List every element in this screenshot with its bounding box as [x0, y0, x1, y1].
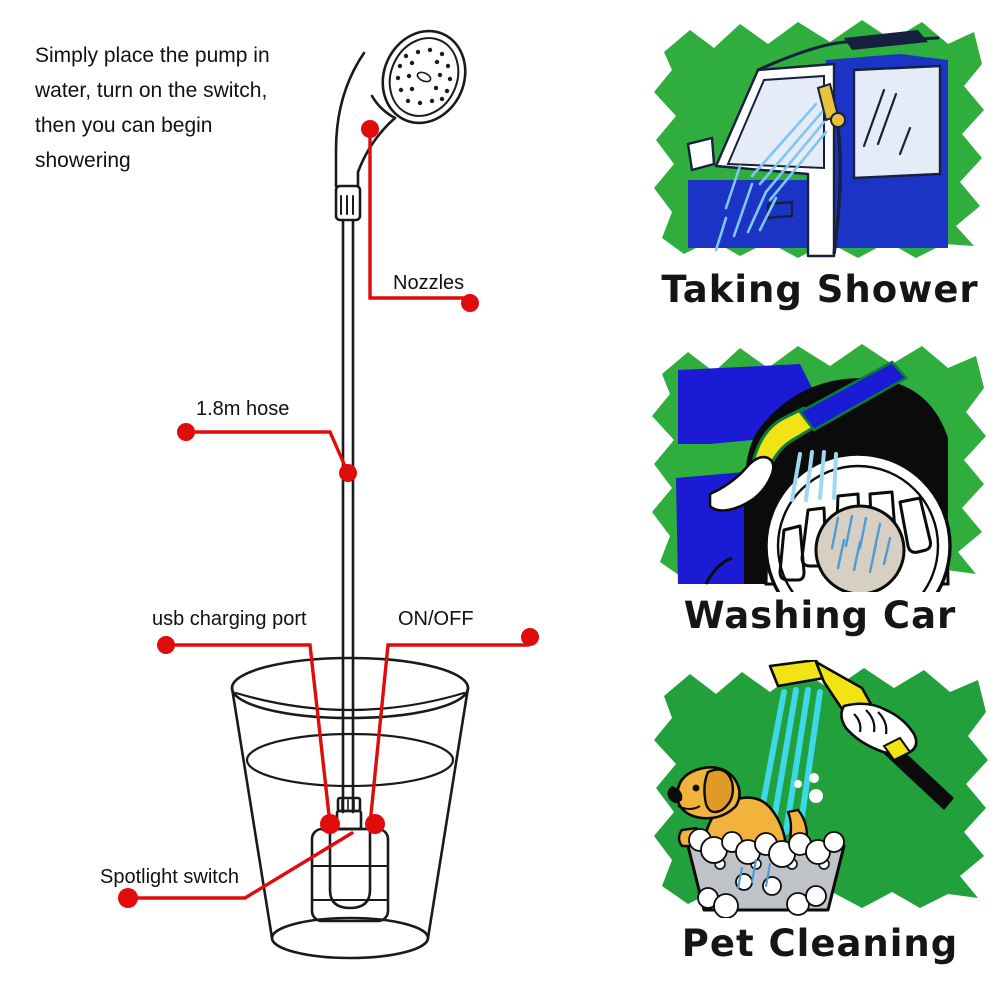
- callout-label-hose: 1.8m hose: [196, 398, 290, 420]
- callout-label-spotlight-switch: Spotlight switch: [100, 866, 239, 888]
- hose-connector: [334, 184, 362, 222]
- callout-dot-usb-anchor: [320, 814, 340, 834]
- callout-leaders: [128, 127, 530, 900]
- use-case-pet-cleaning: Pet Cleaning: [648, 660, 992, 990]
- dog-mouth: [677, 805, 701, 810]
- intro-instructions: Simply place the pump in water, turn on …: [35, 44, 270, 172]
- callout-label-nozzles: Nozzles: [393, 272, 465, 294]
- callout-dot-spotlight-end: [118, 888, 138, 908]
- hand-fingers: [853, 709, 888, 735]
- tub-water-drips: [736, 858, 772, 890]
- callout-dot-onoff-end: [521, 628, 539, 646]
- nozzle-head: [830, 112, 846, 128]
- callout-dot-nozzles-end: [461, 294, 479, 312]
- callout-dot-hose-end: [177, 423, 195, 441]
- foam-suds: [688, 828, 845, 918]
- window-highlights: [862, 88, 912, 156]
- callout-dot-hose-anchor: [339, 464, 357, 482]
- wand-tip: [882, 736, 912, 762]
- gun-hose: [704, 556, 733, 585]
- water-bucket: [230, 656, 470, 960]
- hand: [708, 455, 775, 512]
- callout-dot-nozzles-anchor: [361, 120, 379, 138]
- use-case-taking-shower: Taking Shower: [648, 8, 992, 334]
- use-case-washing-car: Washing Car: [648, 334, 992, 660]
- callout-dots: [118, 120, 539, 908]
- use-case-caption-washing-car: Washing Car: [683, 594, 957, 637]
- water-spray-jet: [790, 450, 838, 502]
- callout-label-usb-charging-port: usb charging port: [152, 608, 307, 630]
- washing-car-illustration: [648, 334, 992, 592]
- side-mirror: [686, 136, 716, 172]
- dog-nose: [667, 786, 683, 803]
- wiper: [844, 30, 928, 50]
- shower-nozzle-holes: [395, 47, 453, 106]
- wheel-rim-inner-ring: [776, 464, 940, 592]
- pet-cleaning-illustration: [648, 660, 992, 918]
- dog-ear: [703, 768, 735, 814]
- front-window-glass: [726, 74, 825, 170]
- dog-eye: [692, 784, 700, 792]
- hose-wand: [884, 742, 954, 810]
- use-case-caption-taking-shower: Taking Shower: [661, 268, 979, 311]
- callout-dot-onoff-anchor: [365, 814, 385, 834]
- callout-label-on-off: ON/OFF: [398, 608, 474, 630]
- nozzle-hose: [832, 127, 842, 255]
- callout-dot-usb-end: [157, 636, 175, 654]
- water-spray: [714, 102, 828, 252]
- water-spray-hub: [830, 514, 892, 574]
- product-diagram: [118, 29, 539, 960]
- gun-wand: [798, 360, 909, 432]
- hose: [341, 218, 355, 814]
- rear-window-glass: [852, 64, 942, 180]
- use-case-caption-pet-cleaning: Pet Cleaning: [681, 922, 959, 965]
- taking-shower-illustration: [648, 8, 992, 266]
- water-droplets: [794, 773, 823, 803]
